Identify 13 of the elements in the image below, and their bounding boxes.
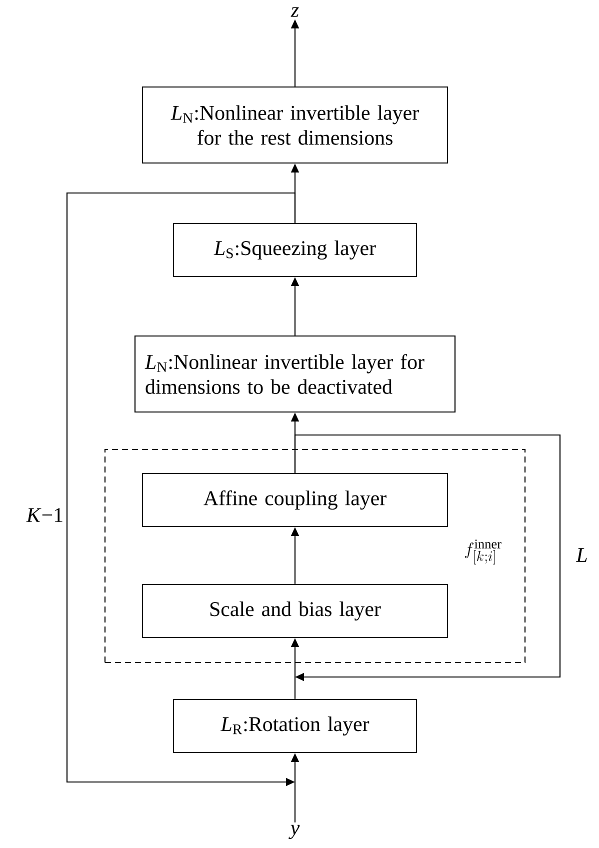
edge-label: L (575, 547, 589, 563)
variable-label: y (288, 824, 300, 840)
formula-label: $f^{\mathrm{inner}}_{[k;i]}$ (465, 540, 502, 564)
layer-box: Affine coupling layer (142, 472, 448, 528)
dashed-group-box (104, 448, 526, 664)
layer-box: Scale and bias layer (142, 584, 448, 638)
variable-label: z (290, 7, 299, 17)
edge-label: K−1 (25, 507, 65, 523)
layer-box: L$_{S}$:Squeezing layer (172, 222, 418, 278)
layer-box: L$_{R}$:Rotation layer (172, 698, 418, 754)
feedback-arrow (294, 434, 561, 682)
layer-box: L$_{N}$:Nonlinear invertible layer for the rest dimensions (142, 86, 448, 164)
layer-box: L$_{N}$:Nonlinear invertible layer for dimensions to be deactivated (134, 335, 456, 413)
